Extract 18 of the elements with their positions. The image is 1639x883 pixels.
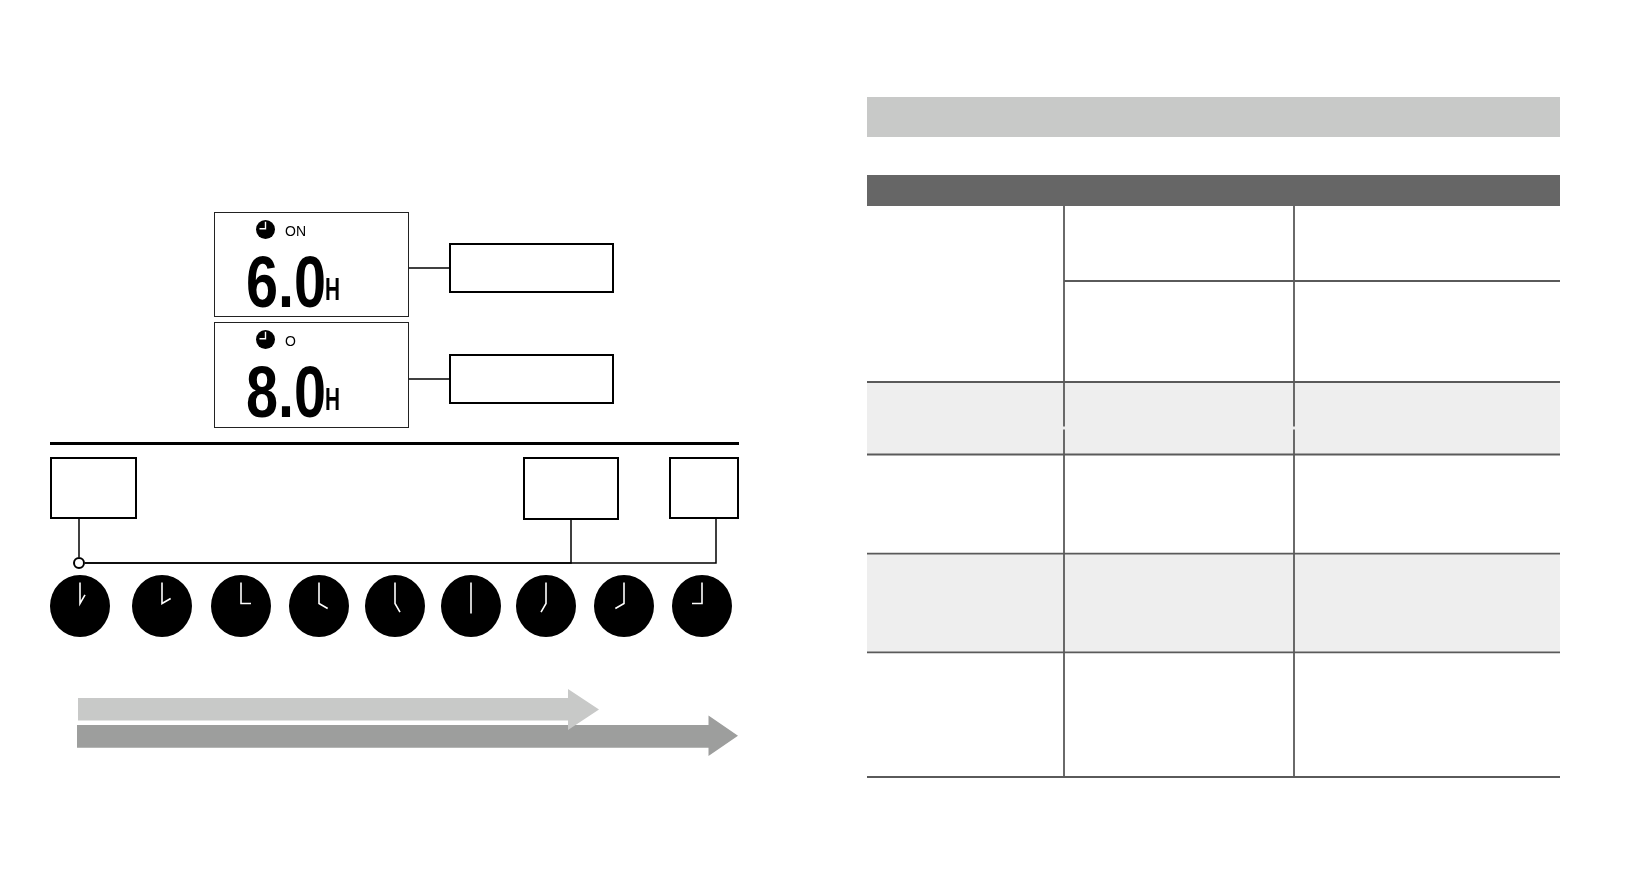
connector-line [408, 378, 450, 380]
connector-line [84, 518, 717, 564]
lcd-status-text: ON [285, 224, 306, 238]
connector-line [78, 518, 80, 558]
lcd-display [214, 322, 409, 428]
empty-box [669, 457, 739, 519]
lcd-unit-text: H [325, 387, 340, 413]
empty-box [449, 354, 614, 404]
lcd-digits: 8.0 [246, 364, 327, 422]
empty-box [523, 457, 619, 520]
lcd-status-text: O [285, 334, 296, 348]
empty-box [449, 243, 614, 293]
lcd-unit-text: H [325, 277, 340, 303]
lcd-display [214, 212, 409, 317]
empty-box [50, 457, 137, 519]
junction-ring [73, 557, 85, 569]
connector-line [408, 267, 450, 269]
lcd-digits: 6.0 [246, 254, 327, 312]
